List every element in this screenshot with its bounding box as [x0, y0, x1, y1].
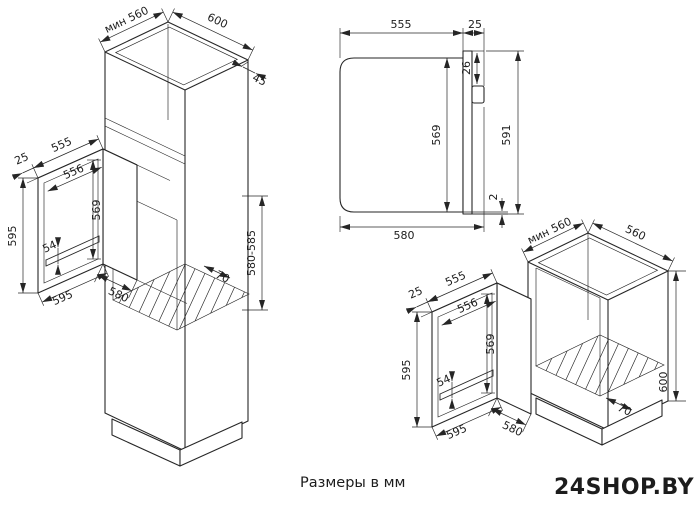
- watermark-logo: 24SHOP.BY: [554, 475, 695, 500]
- tall-cabinet-diagram: мин 560 600 45 580-585 70 555: [6, 4, 269, 467]
- dim-total-height-label: 591: [500, 125, 513, 146]
- dim-shelf-gap-label: 70: [213, 268, 231, 286]
- oven-side-face: [496, 282, 532, 415]
- dim-body-height-label: 569: [430, 125, 443, 146]
- hatch-shelf: [112, 263, 250, 331]
- plinth-side: [179, 421, 243, 467]
- oven-body-profile: [339, 57, 464, 213]
- oven-side-face: [102, 148, 138, 281]
- dim-oven-inner-height-label: 569: [484, 334, 497, 355]
- caption-units: Размеры в мм: [300, 475, 406, 491]
- dim-top-strip-label: 26: [460, 61, 473, 75]
- plinth-side: [601, 399, 663, 446]
- dim-shelf-gap-label: 70: [615, 401, 633, 419]
- dim-oven-height-label: 595: [6, 226, 19, 247]
- side-view-diagram: 555 25 26 569 591 2 580: [339, 18, 524, 242]
- dim-bottom-gap-label: 2: [487, 194, 500, 201]
- hatch-shelf: [535, 334, 665, 397]
- dim-oven-overlap-label: 25: [407, 284, 425, 302]
- base-cabinet-diagram: мин 560 560 600 70 555 25 556: [400, 215, 686, 446]
- dim-front-overhang-label: 25: [468, 18, 482, 31]
- dim-oven-handle-label: 54: [435, 372, 453, 390]
- dim-niche-height-label: 580-585: [245, 230, 258, 276]
- handle-profile: [471, 85, 485, 104]
- dim-frame-label: 45: [250, 71, 268, 89]
- dim-height-label: 600: [657, 372, 670, 393]
- dim-oven-height-label: 595: [400, 360, 413, 381]
- dim-total-depth-label: 580: [394, 229, 415, 242]
- dim-oven-overlap-label: 25: [13, 150, 31, 168]
- dim-oven-inner-height-label: 569: [90, 200, 103, 221]
- dim-oven-handle-label: 54: [41, 238, 59, 256]
- front-frame: [462, 50, 473, 215]
- dim-depth-body-label: 555: [391, 18, 412, 31]
